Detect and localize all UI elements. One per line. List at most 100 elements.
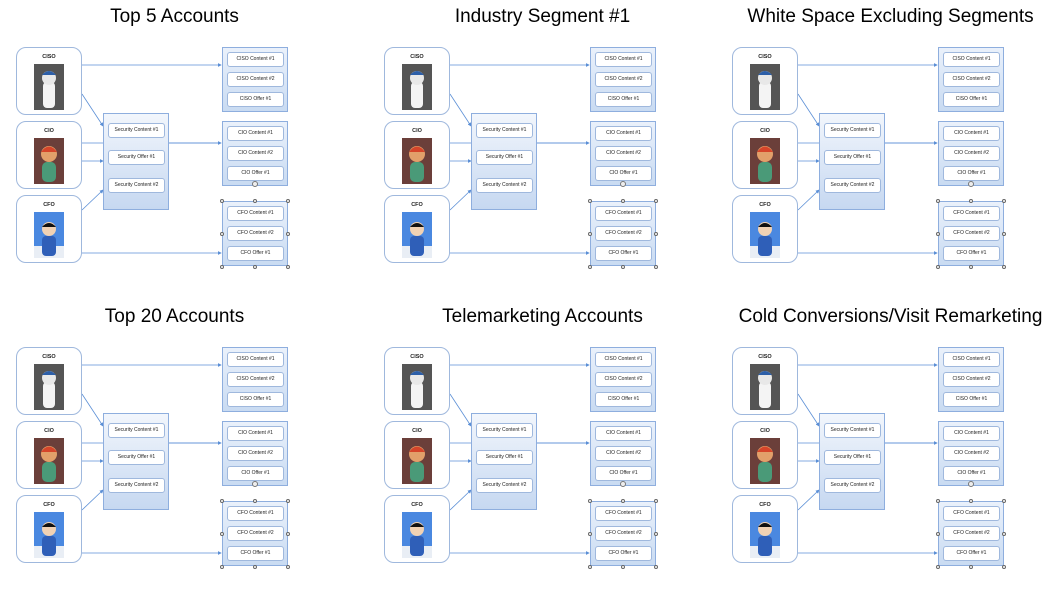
cio-content-2-item[interactable]: CIO Content #2 (227, 146, 284, 161)
selection-handle[interactable] (654, 532, 658, 536)
cfo-offer-1-item[interactable]: CFO Offer #1 (943, 546, 1000, 561)
selection-handle[interactable] (1002, 565, 1006, 569)
ciso-content-2-item[interactable]: CISO Content #2 (943, 72, 1000, 87)
persona-card-ciso[interactable]: CISO (732, 47, 798, 115)
selection-handle[interactable] (220, 232, 224, 236)
selection-handle[interactable] (588, 265, 592, 269)
persona-card-cio[interactable]: CIO (732, 421, 798, 489)
cio-offer-1-item[interactable]: CIO Offer #1 (595, 466, 652, 481)
security-content-1-item[interactable]: Security Content #1 (476, 423, 533, 438)
cio-content-2-item[interactable]: CIO Content #2 (227, 446, 284, 461)
security-content-group[interactable]: Security Content #1 Security Offer #1 Secu… (471, 413, 537, 510)
rotate-handle[interactable] (620, 481, 626, 487)
selection-handle[interactable] (220, 199, 224, 203)
cio-content-1-item[interactable]: CIO Content #1 (943, 126, 1000, 141)
cio-content-1-item[interactable]: CIO Content #1 (227, 126, 284, 141)
persona-card-ciso[interactable]: CISO (16, 347, 82, 415)
cfo-content-1-item[interactable]: CFO Content #1 (227, 506, 284, 521)
cfo-offer-1-item[interactable]: CFO Offer #1 (595, 546, 652, 561)
cfo-content-2-item[interactable]: CFO Content #2 (227, 226, 284, 241)
persona-card-cfo[interactable]: CFO (732, 495, 798, 563)
security-content-group[interactable]: Security Content #1 Security Offer #1 Secu… (819, 413, 885, 510)
ciso-offer-1-item[interactable]: CISO Offer #1 (943, 92, 1000, 107)
cio-content-1-item[interactable]: CIO Content #1 (595, 126, 652, 141)
ciso-content-1-item[interactable]: CISO Content #1 (943, 52, 1000, 67)
security-content-2-item[interactable]: Security Content #2 (824, 178, 881, 193)
selection-handle[interactable] (621, 565, 625, 569)
cfo-content-2-item[interactable]: CFO Content #2 (595, 226, 652, 241)
ciso-content-2-item[interactable]: CISO Content #2 (595, 72, 652, 87)
selection-handle[interactable] (286, 199, 290, 203)
selection-handle[interactable] (253, 199, 257, 203)
selection-handle[interactable] (253, 265, 257, 269)
selection-handle[interactable] (621, 265, 625, 269)
rotate-handle[interactable] (252, 181, 258, 187)
selection-handle[interactable] (654, 565, 658, 569)
selection-handle[interactable] (1002, 232, 1006, 236)
persona-card-cfo[interactable]: CFO (16, 195, 82, 263)
selection-handle[interactable] (286, 565, 290, 569)
cfo-content-1-item[interactable]: CFO Content #1 (595, 506, 652, 521)
selection-handle[interactable] (969, 265, 973, 269)
persona-card-cfo[interactable]: CFO (16, 495, 82, 563)
persona-card-cio[interactable]: CIO (384, 121, 450, 189)
persona-card-ciso[interactable]: CISO (384, 347, 450, 415)
selection-handle[interactable] (936, 265, 940, 269)
selection-handle[interactable] (936, 232, 940, 236)
security-offer-1-item[interactable]: Security Offer #1 (824, 150, 881, 165)
selection-handle[interactable] (588, 565, 592, 569)
persona-card-cio[interactable]: CIO (384, 421, 450, 489)
selection-handle[interactable] (220, 532, 224, 536)
cio-content-2-item[interactable]: CIO Content #2 (595, 146, 652, 161)
rotate-handle[interactable] (252, 481, 258, 487)
ciso-content-1-item[interactable]: CISO Content #1 (943, 352, 1000, 367)
ciso-content-1-item[interactable]: CISO Content #1 (595, 352, 652, 367)
ciso-content-2-item[interactable]: CISO Content #2 (595, 372, 652, 387)
cfo-content-2-item[interactable]: CFO Content #2 (595, 526, 652, 541)
security-offer-1-item[interactable]: Security Offer #1 (476, 150, 533, 165)
ciso-content-2-item[interactable]: CISO Content #2 (227, 72, 284, 87)
security-offer-1-item[interactable]: Security Offer #1 (476, 450, 533, 465)
security-content-1-item[interactable]: Security Content #1 (108, 423, 165, 438)
ciso-content-group[interactable]: CISO Content #1 CISO Content #2 CISO Offer… (590, 47, 656, 112)
selection-handle[interactable] (654, 265, 658, 269)
selection-handle[interactable] (654, 199, 658, 203)
rotate-handle[interactable] (968, 181, 974, 187)
selection-handle[interactable] (936, 499, 940, 503)
selection-handle[interactable] (936, 199, 940, 203)
ciso-offer-1-item[interactable]: CISO Offer #1 (943, 392, 1000, 407)
ciso-content-1-item[interactable]: CISO Content #1 (595, 52, 652, 67)
cio-content-1-item[interactable]: CIO Content #1 (943, 426, 1000, 441)
cfo-content-group[interactable]: CFO Content #1 CFO Content #2 CFO Offer #1 (590, 501, 656, 566)
security-content-1-item[interactable]: Security Content #1 (824, 423, 881, 438)
ciso-content-group[interactable]: CISO Content #1 CISO Content #2 CISO Offer… (938, 47, 1004, 112)
selection-handle[interactable] (588, 232, 592, 236)
cio-content-2-item[interactable]: CIO Content #2 (943, 146, 1000, 161)
security-content-2-item[interactable]: Security Content #2 (108, 178, 165, 193)
ciso-offer-1-item[interactable]: CISO Offer #1 (595, 92, 652, 107)
selection-handle[interactable] (1002, 532, 1006, 536)
security-content-2-item[interactable]: Security Content #2 (476, 478, 533, 493)
persona-card-cio[interactable]: CIO (16, 121, 82, 189)
persona-card-ciso[interactable]: CISO (16, 47, 82, 115)
security-content-2-item[interactable]: Security Content #2 (824, 478, 881, 493)
security-content-2-item[interactable]: Security Content #2 (476, 178, 533, 193)
selection-handle[interactable] (969, 199, 973, 203)
ciso-content-1-item[interactable]: CISO Content #1 (227, 352, 284, 367)
selection-handle[interactable] (1002, 265, 1006, 269)
cio-content-2-item[interactable]: CIO Content #2 (595, 446, 652, 461)
selection-handle[interactable] (286, 499, 290, 503)
security-offer-1-item[interactable]: Security Offer #1 (824, 450, 881, 465)
selection-handle[interactable] (936, 532, 940, 536)
rotate-handle[interactable] (620, 181, 626, 187)
